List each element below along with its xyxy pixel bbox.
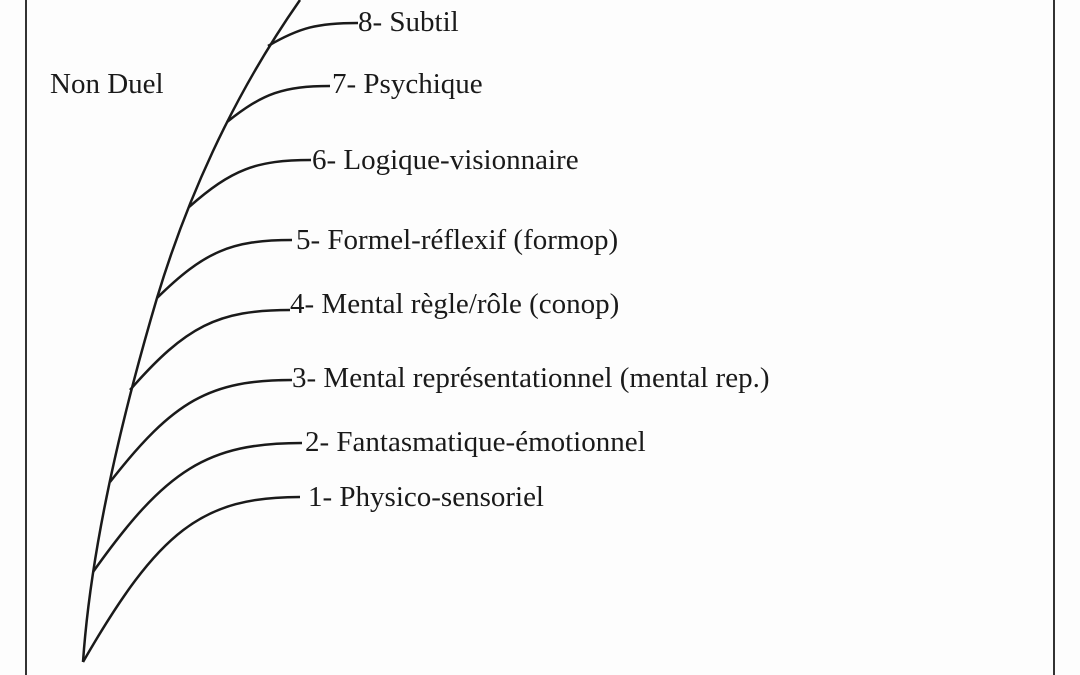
main-development-curve: [81, 0, 302, 663]
level-1-branch: [81, 495, 301, 663]
level-6-branch: [188, 158, 312, 208]
level-7-label: 7- Psychique: [332, 68, 483, 100]
level-8-label: 8- Subtil: [358, 6, 459, 38]
level-3-branch: [109, 378, 293, 483]
non-duel-label: Non Duel: [50, 68, 164, 100]
level-7-branch: [226, 84, 331, 123]
level-1-label: 1- Physico-sensoriel: [308, 481, 544, 513]
level-5-branch: [156, 238, 293, 299]
level-8-branch: [267, 21, 359, 48]
level-5-label: 5- Formel-réflexif (formop): [296, 224, 619, 256]
level-2-label: 2- Fantasmatique-émotionnel: [305, 426, 646, 458]
level-4-branch: [129, 308, 291, 391]
level-2-branch: [91, 441, 303, 573]
level-3-label: 3- Mental représentationnel (mental rep.…: [292, 362, 770, 394]
level-6-label: 6- Logique-visionnaire: [312, 144, 579, 176]
level-4-label: 4- Mental règle/rôle (conop): [290, 288, 620, 320]
